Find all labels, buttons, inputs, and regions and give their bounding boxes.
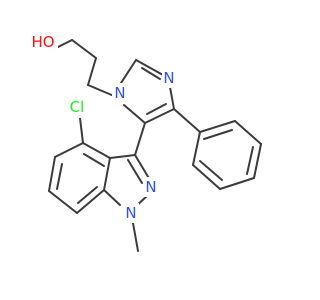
hydroxyl-label: HO <box>31 33 54 51</box>
phenyl-bond-1-inner <box>203 129 233 140</box>
bond-c3ind-n2-b <box>127 159 143 184</box>
bond-n1-c2im <box>120 59 137 84</box>
phenyl-bond-4 <box>219 177 255 190</box>
benzo-bond-5-inner <box>77 186 98 204</box>
bond-o-c1 <box>57 39 73 48</box>
indazole-n1-label: N <box>125 204 136 222</box>
bond-c1-c2 <box>71 39 97 59</box>
bond-c2-c3 <box>87 57 97 86</box>
phenyl-bond-3-inner <box>246 146 254 175</box>
phenyl-bond-1 <box>199 120 236 133</box>
atom-labels: HO N N Cl N N <box>28 32 178 223</box>
benzo-bond-2 <box>54 142 84 158</box>
bond-n3-c4 <box>169 86 175 110</box>
phenyl-bond-5-inner <box>199 160 223 181</box>
benzo-bond-1 <box>82 142 111 159</box>
bond-c2im-n3-a <box>135 59 164 76</box>
bond-c4-c5-a <box>144 108 175 124</box>
molecule-structure-diagram: HO N N Cl N N <box>28 32 262 252</box>
bond-c3a-c3ind <box>109 154 136 159</box>
bond-c4ind-cl <box>79 117 84 144</box>
bond-c4-c5-b <box>146 103 167 115</box>
imidazole-n1-label: N <box>114 84 125 102</box>
benzo-bond-4 <box>48 190 78 214</box>
imidazole-n3-label: N <box>163 69 174 87</box>
benzo-bond-1-inner <box>83 153 105 167</box>
benzo-bond-3-inner <box>56 163 63 190</box>
phenyl-bond-6 <box>192 131 201 166</box>
bond-c5-c3ind <box>134 122 146 156</box>
phenyl-bond-3 <box>253 143 262 179</box>
phenyl-bond-5 <box>192 164 221 190</box>
phenyl-bond-2 <box>234 120 262 145</box>
bond-c7a-c3a <box>103 157 111 191</box>
benzo-bond-5 <box>76 189 105 214</box>
bond-c4-ph <box>173 108 201 133</box>
benzo-bond-3 <box>48 156 56 192</box>
bond-n1-methyl <box>132 222 139 252</box>
bond-c2im-n3-b <box>141 67 161 80</box>
bond-group <box>48 39 262 252</box>
indazole-n2-label: N <box>145 178 156 196</box>
bond-c5-n1 <box>123 104 146 124</box>
bond-c3ind-n2-a <box>134 154 151 181</box>
bond-n1-c7a <box>103 189 121 206</box>
chlorine-label: Cl <box>70 98 85 116</box>
bond-c3-n1 <box>87 84 115 97</box>
